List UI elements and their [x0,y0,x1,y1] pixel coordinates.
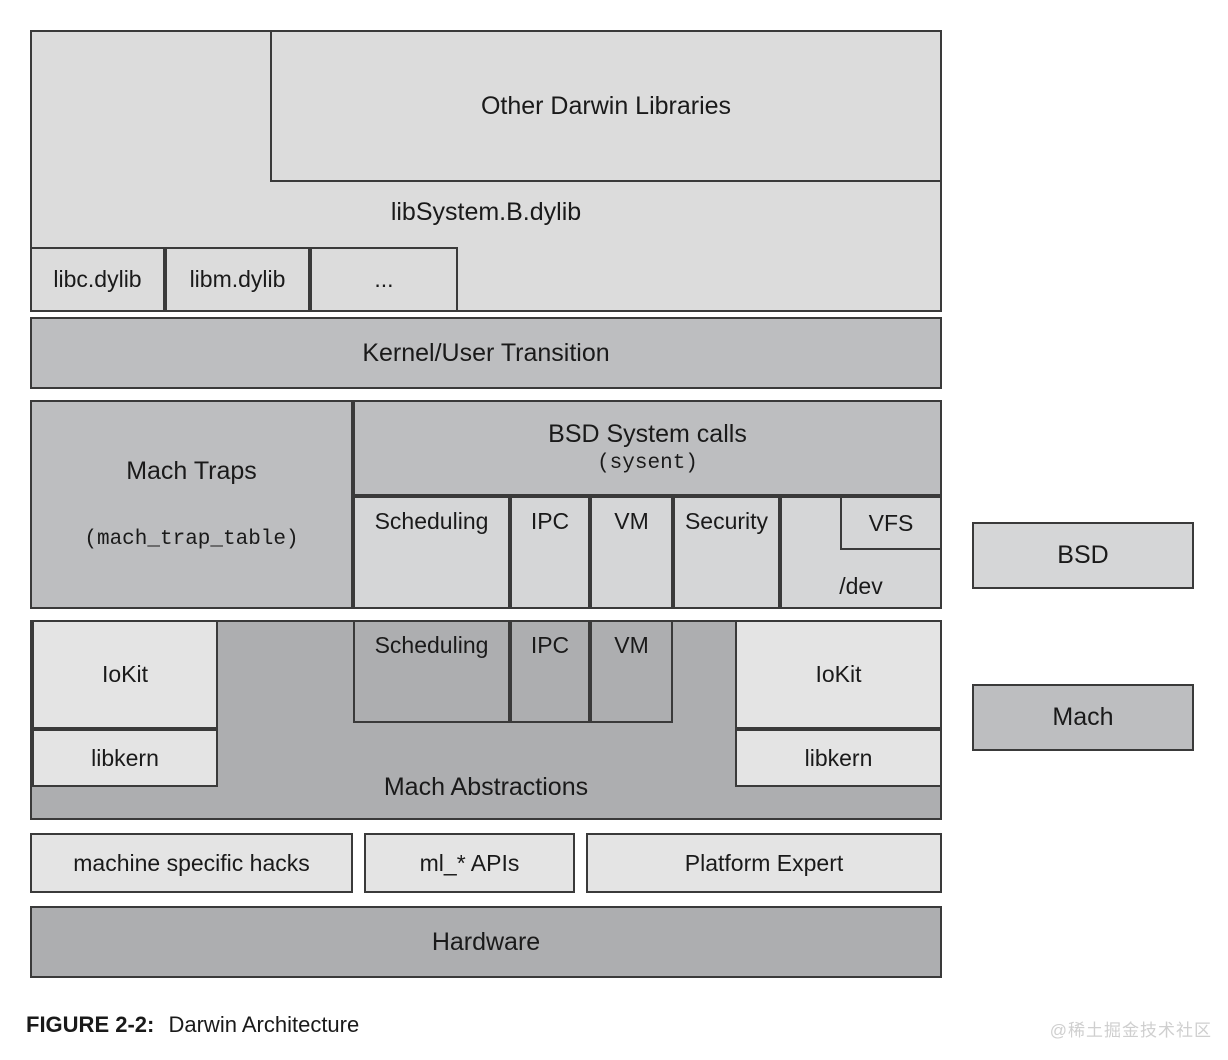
legend-bsd-label: BSD [1057,541,1109,570]
bsd-ipc-label: IPC [530,508,570,534]
more-libs-box: ... [310,247,458,312]
libsystem-label: libSystem.B.dylib [390,197,582,226]
bsd-scheduling-box: Scheduling [353,496,510,609]
figure-number: FIGURE 2-2: [26,1012,155,1037]
legend-mach-label: Mach [1052,703,1114,732]
hardware-box: Hardware [30,906,942,978]
bsd-vm-box: VM [590,496,673,609]
legend-bsd-box: BSD [972,522,1194,589]
platform-expert-box: Platform Expert [586,833,942,893]
ml-apis-label: ml_* APIs [419,849,520,876]
bsd-security-box: Security [673,496,780,609]
more-libs-label: ... [374,266,394,293]
mach-trap-table-subtitle: (mach_trap_table) [84,527,299,551]
bsd-scheduling-label: Scheduling [374,508,489,534]
mach-vm-box: VM [590,620,673,723]
legend-mach-box: Mach [972,684,1194,751]
libkern-left-label: libkern [91,744,159,771]
libkern-left-box: libkern [32,729,218,787]
kernel-user-transition-band: Kernel/User Transition [30,317,942,389]
mach-vm-label: VM [614,632,649,658]
mach-scheduling-label: Scheduling [374,632,489,658]
bsd-system-calls-box: BSD System calls (sysent) [353,400,942,496]
libm-dylib-label: libm.dylib [189,266,286,293]
libc-dylib-box: libc.dylib [30,247,165,312]
mach-traps-title: Mach Traps [126,457,257,486]
iokit-right-box: IoKit [735,620,942,729]
libkern-right-label: libkern [804,744,873,771]
sysent-subtitle: (sysent) [597,452,698,476]
figure-caption: FIGURE 2-2: Darwin Architecture [26,1012,359,1038]
bsd-vfs-label: VFS [868,509,914,536]
bsd-ipc-box: IPC [510,496,590,609]
libkern-right-box: libkern [735,729,942,787]
iokit-left-box: IoKit [32,620,218,729]
mach-traps-box: Mach Traps (mach_trap_table) [30,400,353,609]
libsystem-label-wrap: libSystem.B.dylib [270,190,702,234]
hardware-label: Hardware [431,927,541,956]
bsd-vfs-box: VFS [840,496,942,550]
mach-abstractions-label: Mach Abstractions [383,773,589,802]
iokit-left-label: IoKit [101,661,149,688]
bsd-system-calls-title: BSD System calls [548,419,747,448]
machine-specific-hacks-box: machine specific hacks [30,833,353,893]
libc-dylib-label: libc.dylib [53,266,142,293]
bsd-security-label: Security [684,508,769,534]
mach-ipc-box: IPC [510,620,590,723]
other-darwin-libraries-label: Other Darwin Libraries [480,91,732,120]
iokit-right-label: IoKit [815,661,862,688]
mach-scheduling-box: Scheduling [353,620,510,723]
platform-expert-label: Platform Expert [684,849,844,876]
machine-specific-hacks-label: machine specific hacks [73,849,310,876]
libm-dylib-box: libm.dylib [165,247,310,312]
other-darwin-libraries-box: Other Darwin Libraries [270,30,942,182]
bsd-vm-label: VM [614,508,649,534]
watermark-text: @稀土掘金技术社区 [1049,1021,1212,1040]
kernel-user-transition-label: Kernel/User Transition [362,338,610,367]
mach-ipc-label: IPC [530,632,570,658]
figure-title: Darwin Architecture [168,1012,360,1037]
bsd-dev-label: /dev [839,572,883,599]
ml-apis-box: ml_* APIs [364,833,575,893]
